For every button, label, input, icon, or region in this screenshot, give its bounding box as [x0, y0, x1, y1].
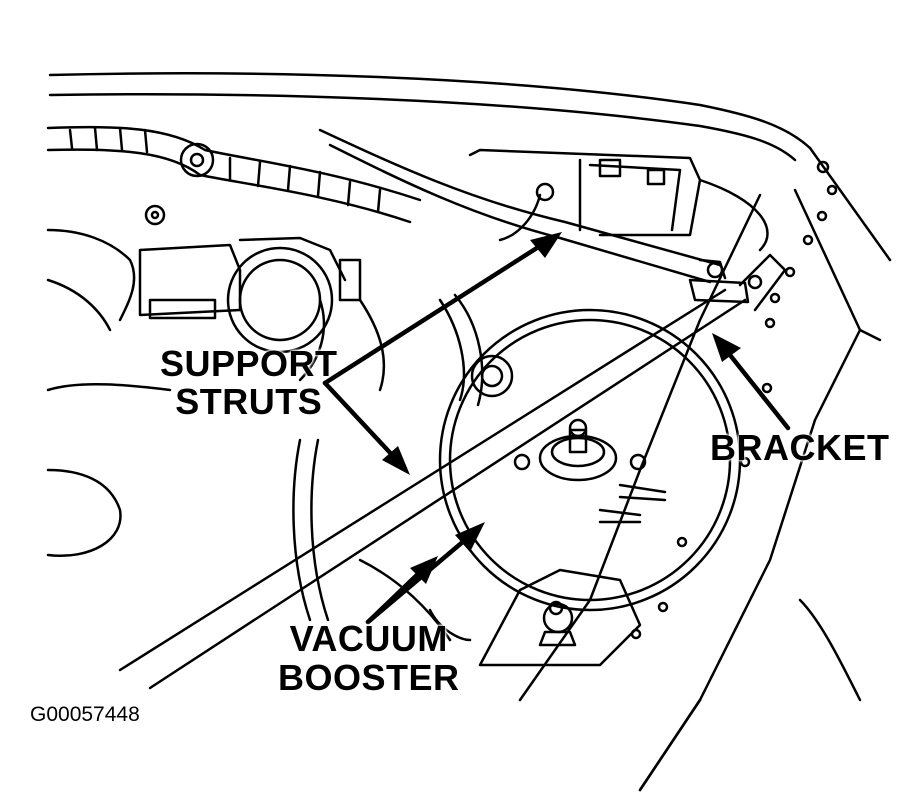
- label-vacuum-booster-line2: BOOSTER: [278, 657, 460, 698]
- wiring-harness: [46, 125, 422, 224]
- callout-arrows: [322, 232, 791, 625]
- figure-id: G00057448: [30, 703, 140, 726]
- bracket: [698, 253, 787, 312]
- support-strut-lower: [118, 278, 750, 690]
- hood-edge: [48, 72, 812, 162]
- label-vacuum-booster: VACUUM BOOSTER: [278, 621, 460, 696]
- hoses: [292, 182, 555, 642]
- engine-block: [46, 204, 242, 558]
- label-support-struts: SUPPORT STRUTS: [160, 346, 338, 420]
- vacuum-booster: [438, 308, 742, 612]
- cowl-module: [468, 148, 769, 252]
- label-support-struts-line1: SUPPORT: [160, 343, 338, 384]
- fender-panel: [518, 146, 892, 792]
- label-vacuum-booster-line1: VACUUM: [289, 618, 448, 659]
- master-cylinder-mount: [428, 568, 642, 667]
- label-support-struts-line2: STRUTS: [175, 381, 323, 422]
- label-bracket: BRACKET: [710, 427, 890, 468]
